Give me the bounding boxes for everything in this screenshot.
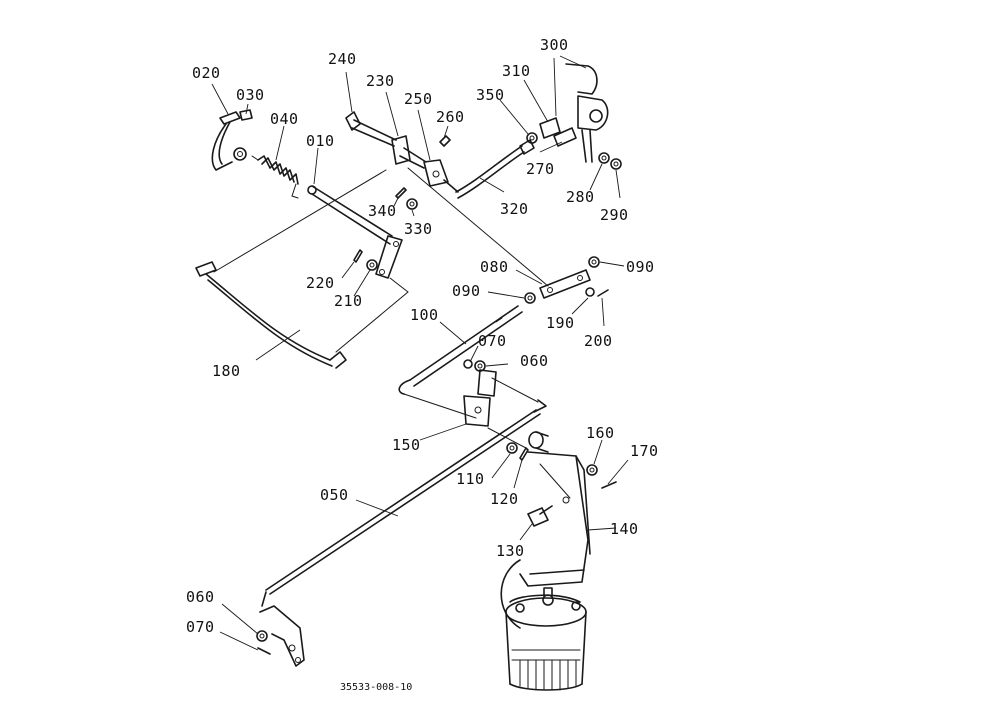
nut-290 — [610, 158, 622, 170]
motor — [500, 559, 587, 691]
washer-210 — [366, 259, 378, 271]
label-280: 280 — [566, 188, 595, 206]
label-210: 210 — [334, 292, 363, 310]
washer-070-upper — [463, 359, 473, 369]
label-020: 020 — [192, 64, 221, 82]
pin-260 — [439, 135, 451, 147]
bracket-300 — [565, 63, 609, 163]
label-040: 040 — [270, 110, 299, 128]
bushing — [528, 431, 549, 453]
label-080: 080 — [480, 258, 509, 276]
pedal-arm-020 — [211, 111, 247, 171]
label-140: 160 — [586, 424, 615, 442]
label-120: 120 — [490, 490, 519, 508]
label-270: 270 — [526, 160, 555, 178]
bracket-160 — [519, 451, 591, 587]
label-350: 350 — [476, 86, 505, 104]
leader-lines — [211, 55, 629, 651]
nut-350 — [526, 132, 538, 144]
part-labels: 020 030 040 010 240 230 250 260 350 310 … — [186, 36, 659, 636]
guide-line-180-b — [335, 277, 409, 353]
label-220: 220 — [306, 274, 335, 292]
guide-line-230-080 — [407, 167, 549, 287]
washer-280 — [598, 152, 610, 164]
label-110: 110 — [456, 470, 485, 488]
label-130: 150 — [392, 436, 421, 454]
drawing-reference-number: 35533-008-10 — [340, 682, 412, 693]
label-070-upper: 070 — [478, 332, 507, 350]
label-240: 240 — [328, 50, 357, 68]
label-100: 100 — [410, 306, 439, 324]
label-030: 030 — [236, 86, 265, 104]
shaft-010 — [307, 185, 393, 245]
label-170: 130 — [496, 542, 525, 560]
label-060-upper: 060 — [520, 352, 549, 370]
label-200: 200 — [584, 332, 613, 350]
joint-250 — [423, 159, 459, 193]
label-290: 290 — [600, 206, 629, 224]
rod-100 — [398, 305, 523, 395]
bellcrank-130 — [463, 369, 497, 427]
label-180: 180 — [212, 362, 241, 380]
link-bracket-lower — [259, 605, 305, 667]
bracket-230 — [391, 135, 427, 169]
pin-070-lower — [257, 647, 271, 655]
label-310: 310 — [502, 62, 531, 80]
pin-200 — [597, 289, 609, 297]
label-160: 140 — [610, 520, 639, 538]
rod-180 — [195, 261, 347, 369]
washer-060-lower — [256, 630, 268, 642]
guide-line-050-160 — [487, 427, 527, 449]
guide-line-180-a — [213, 169, 387, 273]
bolt-170 — [527, 505, 553, 527]
label-320: 320 — [500, 200, 529, 218]
label-260: 260 — [436, 108, 465, 126]
label-190: 190 — [546, 314, 575, 332]
washer-110 — [506, 442, 518, 454]
washer-330 — [406, 198, 418, 210]
pin-030 — [239, 109, 253, 121]
label-050: 050 — [320, 486, 349, 504]
washer-140 — [586, 464, 598, 476]
pin-120 — [519, 447, 529, 461]
pin-220 — [353, 249, 363, 263]
rod-050 — [261, 399, 547, 607]
guide-line-130-050 — [491, 377, 539, 403]
bracket-080 — [539, 269, 591, 299]
shaft-240 — [345, 111, 397, 147]
spring-040 — [251, 155, 299, 199]
label-230: 230 — [366, 72, 395, 90]
label-250: 250 — [404, 90, 433, 108]
label-060-lower: 060 — [186, 588, 215, 606]
label-010: 010 — [306, 132, 335, 150]
lever-arm — [375, 235, 403, 279]
label-330: 330 — [404, 220, 433, 238]
nut-090-upper — [588, 256, 600, 268]
label-300: 300 — [540, 36, 569, 54]
pin-340 — [395, 187, 407, 199]
label-070-lower: 070 — [186, 618, 215, 636]
rod-320 — [455, 139, 535, 199]
nut-090-lower — [524, 292, 536, 304]
label-150: 170 — [630, 442, 659, 460]
label-090-left: 090 — [452, 282, 481, 300]
link-270 — [553, 127, 577, 147]
fitting-310 — [539, 117, 561, 139]
bolt-150 — [601, 481, 617, 489]
label-090-right: 090 — [626, 258, 655, 276]
guide-line-100-130 — [403, 393, 477, 419]
label-340: 340 — [368, 202, 397, 220]
washer-190 — [585, 287, 595, 297]
